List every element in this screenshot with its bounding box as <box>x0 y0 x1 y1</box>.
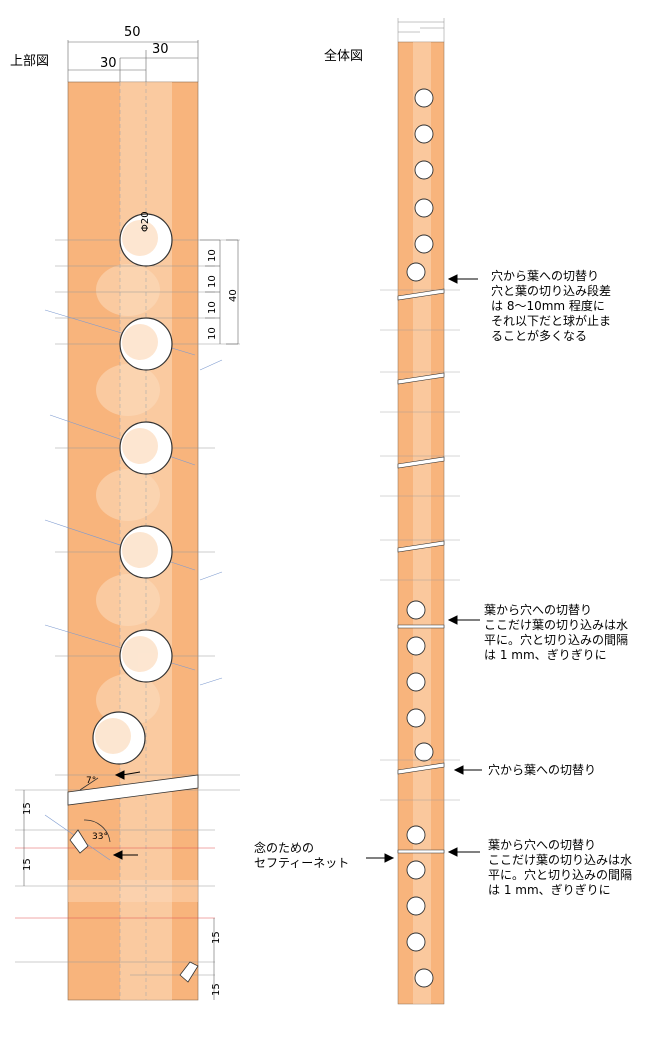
overall-view-title: 全体図 <box>324 49 364 64</box>
dim-hole-diameter: Φ20 <box>140 211 151 232</box>
left-arrows <box>112 770 141 860</box>
dim-width-left: 30 <box>100 56 117 71</box>
top-view-title: 上部図 <box>10 54 50 69</box>
right-arrows <box>366 274 482 863</box>
overall-view-board <box>397 41 445 1005</box>
pitch-dimension-lines <box>23 239 239 1000</box>
overall-holes <box>406 88 434 988</box>
dim-pitch-b: 10 <box>207 275 218 288</box>
dim-angle-large: 33° <box>92 832 108 842</box>
top-view-leaf-cuts <box>67 774 199 983</box>
dim-pitch-a: 10 <box>207 249 218 262</box>
dim-width-right: 30 <box>152 42 169 57</box>
dim-gap-1: 15 <box>22 802 33 815</box>
annotation-hole-to-leaf-2: 穴から葉への切替り <box>488 763 597 777</box>
annotation-leaf-to-hole-1: 葉から穴への切替り ここだけ葉の切り込みは水 平に。穴と切り込みの間隔 は 1 … <box>484 603 629 662</box>
dim-gap-2: 15 <box>22 858 33 871</box>
dim-angle-small: 7° <box>86 776 97 786</box>
overall-leaf-cuts <box>397 288 445 854</box>
dim-width-total: 50 <box>124 25 141 40</box>
overall-guides <box>380 289 460 801</box>
annotation-leaf-to-hole-2: 葉から穴への切替り ここだけ葉の切り込みは水 平に。穴と切り込みの間隔 は 1 … <box>488 838 633 897</box>
ball-trail-shading <box>68 264 198 902</box>
dim-gap-4: 15 <box>211 983 222 996</box>
annotation-hole-to-leaf-1: 穴から葉への切替り 穴と葉の切り込み段差 は 8～10mm 程度に それ以下だと… <box>491 269 612 343</box>
dim-gap-3: 15 <box>211 931 222 944</box>
dim-pitch-total: 40 <box>228 289 239 302</box>
dim-pitch-d: 10 <box>207 327 218 340</box>
dim-pitch-c: 10 <box>207 301 218 314</box>
annotation-safety-net: 念のための セフティーネット <box>254 841 350 870</box>
overall-top-dims <box>397 18 445 42</box>
